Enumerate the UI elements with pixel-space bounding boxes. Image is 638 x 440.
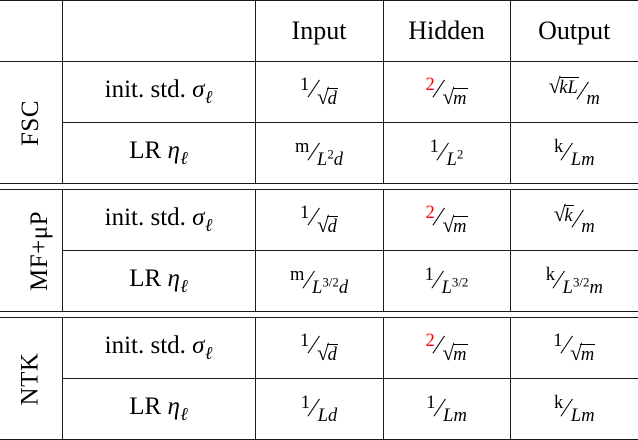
cell-mf-p-init-std-hidden: 2/√m [382, 189, 510, 251]
cell-fsc-init-std-input: 1/√d [254, 61, 383, 123]
table-header-row: Input Hidden Output [0, 0, 638, 62]
cell-fsc-lr-input: m/L2d [254, 122, 383, 184]
corner-cell-rotated [0, 0, 62, 62]
block-label-ntk: NTK [0, 317, 62, 440]
cell-ntk-lr-input: 1/Ld [254, 378, 383, 440]
cell-ntk-lr-hidden: 1/Lm [382, 378, 510, 440]
cell-fsc-init-std-output: √kL/m [509, 61, 638, 123]
cell-ntk-init-std-hidden: 2/√m [382, 317, 510, 379]
block-label-text: MF+μP [26, 210, 54, 291]
block-separator-cell [0, 311, 638, 318]
block-label-text: NTK [16, 352, 44, 405]
row-label-init-std: init. std. σℓ [61, 189, 255, 251]
row-label-lr: LR ηℓ [61, 378, 255, 440]
row-label-lr: LR ηℓ [61, 122, 255, 184]
block-separator-double-rule [0, 311, 638, 318]
row-label-init-std: init. std. σℓ [61, 317, 255, 379]
cell-fsc-lr-output: k/Lm [509, 122, 638, 184]
row-label-init-std: init. std. σℓ [61, 61, 255, 123]
cell-mf-p-init-std-output: √k/m [509, 189, 638, 251]
block-separator-cell [0, 183, 638, 190]
column-header-hidden: Hidden [382, 0, 510, 62]
block-label-text: FSC [16, 99, 44, 146]
cell-fsc-lr-hidden: 1/L2 [382, 122, 510, 184]
cell-mf-p-lr-input: m/L3/2d [254, 250, 383, 312]
block-label-fsc: FSC [0, 61, 62, 184]
cell-mf-p-init-std-input: 1/√d [254, 189, 383, 251]
block-label-mf-p: MF+μP [0, 189, 62, 312]
cell-fsc-init-std-hidden: 2/√m [382, 61, 510, 123]
cell-ntk-init-std-output: 1/√m [509, 317, 638, 379]
block-separator-double-rule [0, 183, 638, 190]
row-label-lr: LR ηℓ [61, 250, 255, 312]
column-header-output: Output [509, 0, 638, 62]
cell-ntk-lr-output: k/Lm [509, 378, 638, 440]
column-header-input: Input [254, 0, 383, 62]
corner-cell-label [61, 0, 255, 62]
cell-mf-p-lr-hidden: 1/L3/2 [382, 250, 510, 312]
cell-mf-p-lr-output: k/L3/2m [509, 250, 638, 312]
cell-ntk-init-std-input: 1/√d [254, 317, 383, 379]
